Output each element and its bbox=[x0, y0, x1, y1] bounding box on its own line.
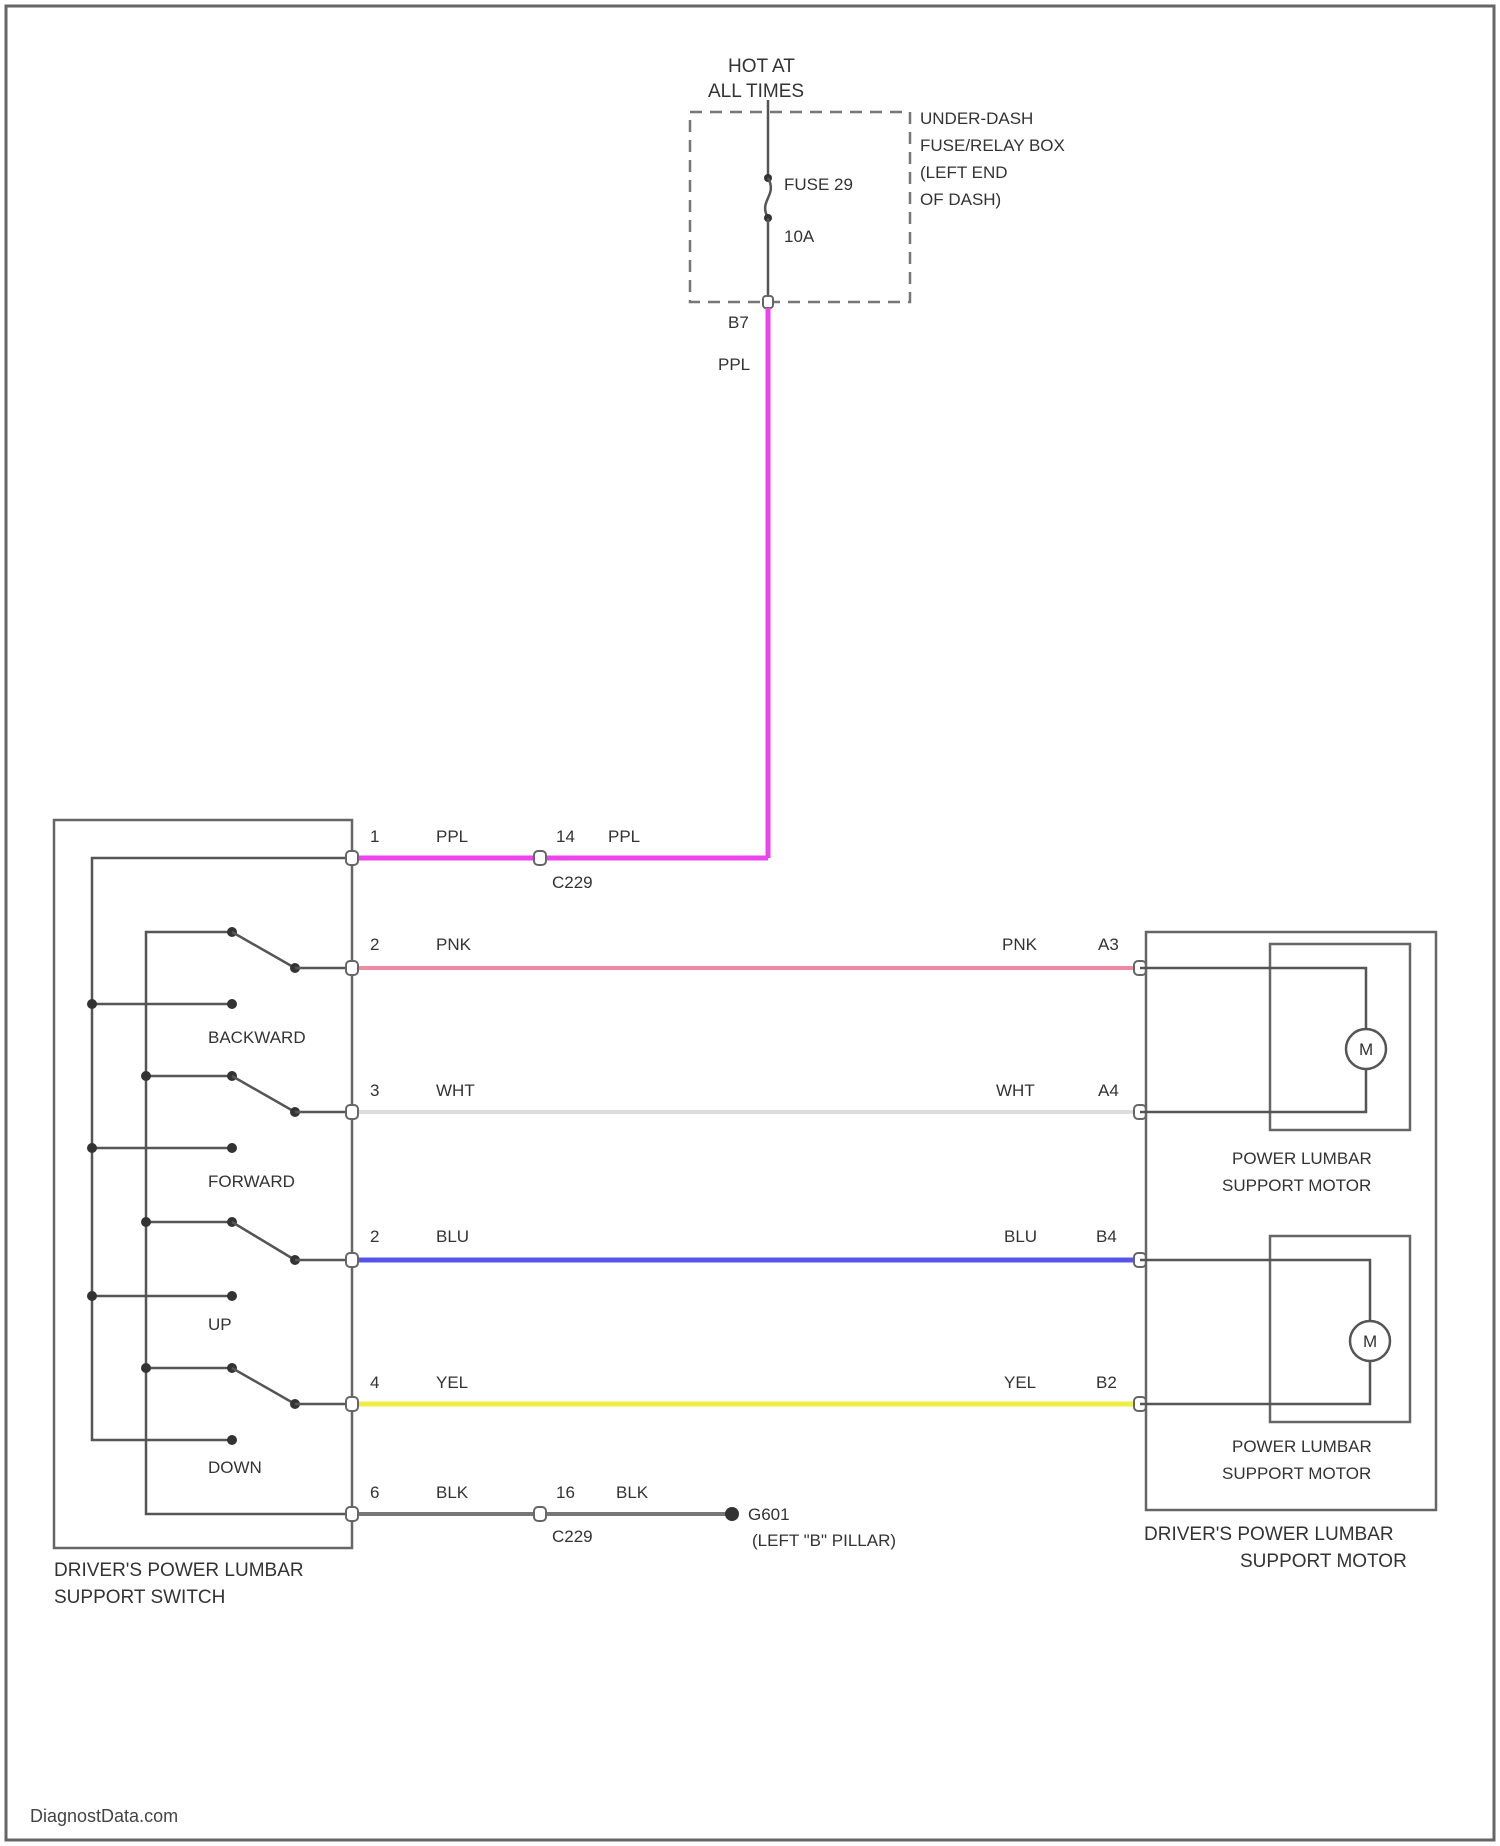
wire-6-pin: 6 bbox=[370, 1483, 379, 1502]
switch-pin-4 bbox=[346, 1397, 358, 1411]
fuse-box-name-2: FUSE/RELAY BOX bbox=[920, 136, 1065, 155]
wire-4-color: BLU bbox=[436, 1227, 469, 1246]
wire-4-pin: 2 bbox=[370, 1227, 379, 1246]
wire-2-color: PNK bbox=[436, 935, 472, 954]
down-blade bbox=[232, 1368, 295, 1404]
switch-pin-3 bbox=[346, 1105, 358, 1119]
motor-1-symbol-label: M bbox=[1359, 1040, 1373, 1059]
fuse-box-terminal bbox=[763, 296, 773, 308]
ground-point bbox=[725, 1507, 739, 1521]
wire-4-color-2: BLU bbox=[1004, 1227, 1037, 1246]
up-link-b-dot bbox=[87, 1291, 97, 1301]
down-link-a-dot bbox=[141, 1363, 151, 1373]
wire-1-color: PPL bbox=[436, 827, 468, 846]
hot-at-all-times-label: HOT AT bbox=[728, 56, 795, 77]
wire-3-pin: 3 bbox=[370, 1081, 379, 1100]
switch-name-2: SUPPORT SWITCH bbox=[54, 1587, 225, 1608]
up-contact-2 bbox=[227, 1291, 237, 1301]
switch-position-backward: BACKWARD bbox=[208, 1028, 306, 1047]
c229-pin-16 bbox=[534, 1507, 546, 1521]
motor-assembly-name-2: SUPPORT MOTOR bbox=[1240, 1551, 1407, 1572]
wire-3-color: WHT bbox=[436, 1081, 475, 1100]
motor-2-label-1: POWER LUMBAR bbox=[1232, 1437, 1372, 1456]
switch-pin-2 bbox=[346, 961, 358, 975]
motor-1-label-1: POWER LUMBAR bbox=[1232, 1149, 1372, 1168]
forward-link-b-dot bbox=[87, 1143, 97, 1153]
wire-1-connector-pin: 14 bbox=[556, 827, 575, 846]
wire-6-color-2: BLK bbox=[616, 1483, 649, 1502]
wire-3-motor-pin: A4 bbox=[1098, 1081, 1119, 1100]
fuse-name: FUSE 29 bbox=[784, 175, 853, 194]
wire-2-motor-pin: A3 bbox=[1098, 935, 1119, 954]
wire-3-color-2: WHT bbox=[996, 1081, 1035, 1100]
wire-1-pin: 1 bbox=[370, 827, 379, 846]
switch-pin-6 bbox=[346, 1507, 358, 1521]
fuse-rating: 10A bbox=[784, 227, 815, 246]
wire-5-color-2: YEL bbox=[1004, 1373, 1036, 1392]
switch-position-up: UP bbox=[208, 1315, 232, 1334]
ground-name: G601 bbox=[748, 1505, 790, 1524]
motor-2-symbol-label: M bbox=[1363, 1332, 1377, 1351]
switch-position-down: DOWN bbox=[208, 1458, 262, 1477]
wire-6-connector: C229 bbox=[552, 1527, 593, 1546]
motor-2-label-2: SUPPORT MOTOR bbox=[1222, 1464, 1371, 1483]
motor-assembly-name-1: DRIVER'S POWER LUMBAR bbox=[1144, 1524, 1394, 1545]
up-link-a-dot bbox=[141, 1217, 151, 1227]
motor-1-lead-a bbox=[1140, 968, 1366, 1030]
forward-contact-2 bbox=[227, 1143, 237, 1153]
wire-1-color-2: PPL bbox=[608, 827, 640, 846]
forward-blade bbox=[232, 1076, 295, 1112]
motor-1-lead-b bbox=[1140, 1068, 1366, 1112]
backward-common-dot bbox=[87, 999, 97, 1009]
ground-location: (LEFT "B" PILLAR) bbox=[752, 1531, 896, 1550]
wire-4-motor-pin: B4 bbox=[1096, 1227, 1117, 1246]
fuse-box-terminal-label: B7 bbox=[728, 313, 749, 332]
wire-5-pin: 4 bbox=[370, 1373, 379, 1392]
wire-5-color: YEL bbox=[436, 1373, 468, 1392]
switch-pin-2b bbox=[346, 1253, 358, 1267]
fuse-relay-box bbox=[690, 112, 910, 302]
switch-position-forward: FORWARD bbox=[208, 1172, 295, 1191]
fuse-box-name-4: OF DASH) bbox=[920, 190, 1001, 209]
fuse-box-name-1: UNDER-DASH bbox=[920, 109, 1033, 128]
fuse-box-name-3: (LEFT END bbox=[920, 163, 1008, 182]
backward-blade bbox=[232, 932, 295, 968]
motor-2-lead-b bbox=[1140, 1360, 1370, 1404]
hot-at-all-times-label-2: ALL TIMES bbox=[708, 81, 804, 102]
forward-link-a-dot bbox=[141, 1071, 151, 1081]
switch-pin-1 bbox=[346, 851, 358, 865]
switch-name-1: DRIVER'S POWER LUMBAR bbox=[54, 1560, 304, 1581]
c229-pin-14 bbox=[534, 851, 546, 865]
lumbar-motor-assembly bbox=[1146, 932, 1436, 1510]
motor-2-lead-a bbox=[1140, 1260, 1370, 1322]
backward-contact-2 bbox=[227, 999, 237, 1009]
fuse-symbol bbox=[765, 178, 771, 218]
motor-1-box bbox=[1270, 944, 1410, 1130]
wire-2-color-2: PNK bbox=[1002, 935, 1038, 954]
wire-5-motor-pin: B2 bbox=[1096, 1373, 1117, 1392]
up-blade bbox=[232, 1222, 295, 1260]
watermark: DiagnostData.com bbox=[30, 1806, 178, 1826]
motor-2-box bbox=[1270, 1236, 1410, 1422]
down-contact-2 bbox=[227, 1435, 237, 1445]
wire-2-pin: 2 bbox=[370, 935, 379, 954]
wire-6-connector-pin: 16 bbox=[556, 1483, 575, 1502]
wire-1-connector: C229 bbox=[552, 873, 593, 892]
motor-1-label-2: SUPPORT MOTOR bbox=[1222, 1176, 1371, 1195]
feed-wire-color: PPL bbox=[718, 355, 750, 374]
wire-6-color: BLK bbox=[436, 1483, 469, 1502]
